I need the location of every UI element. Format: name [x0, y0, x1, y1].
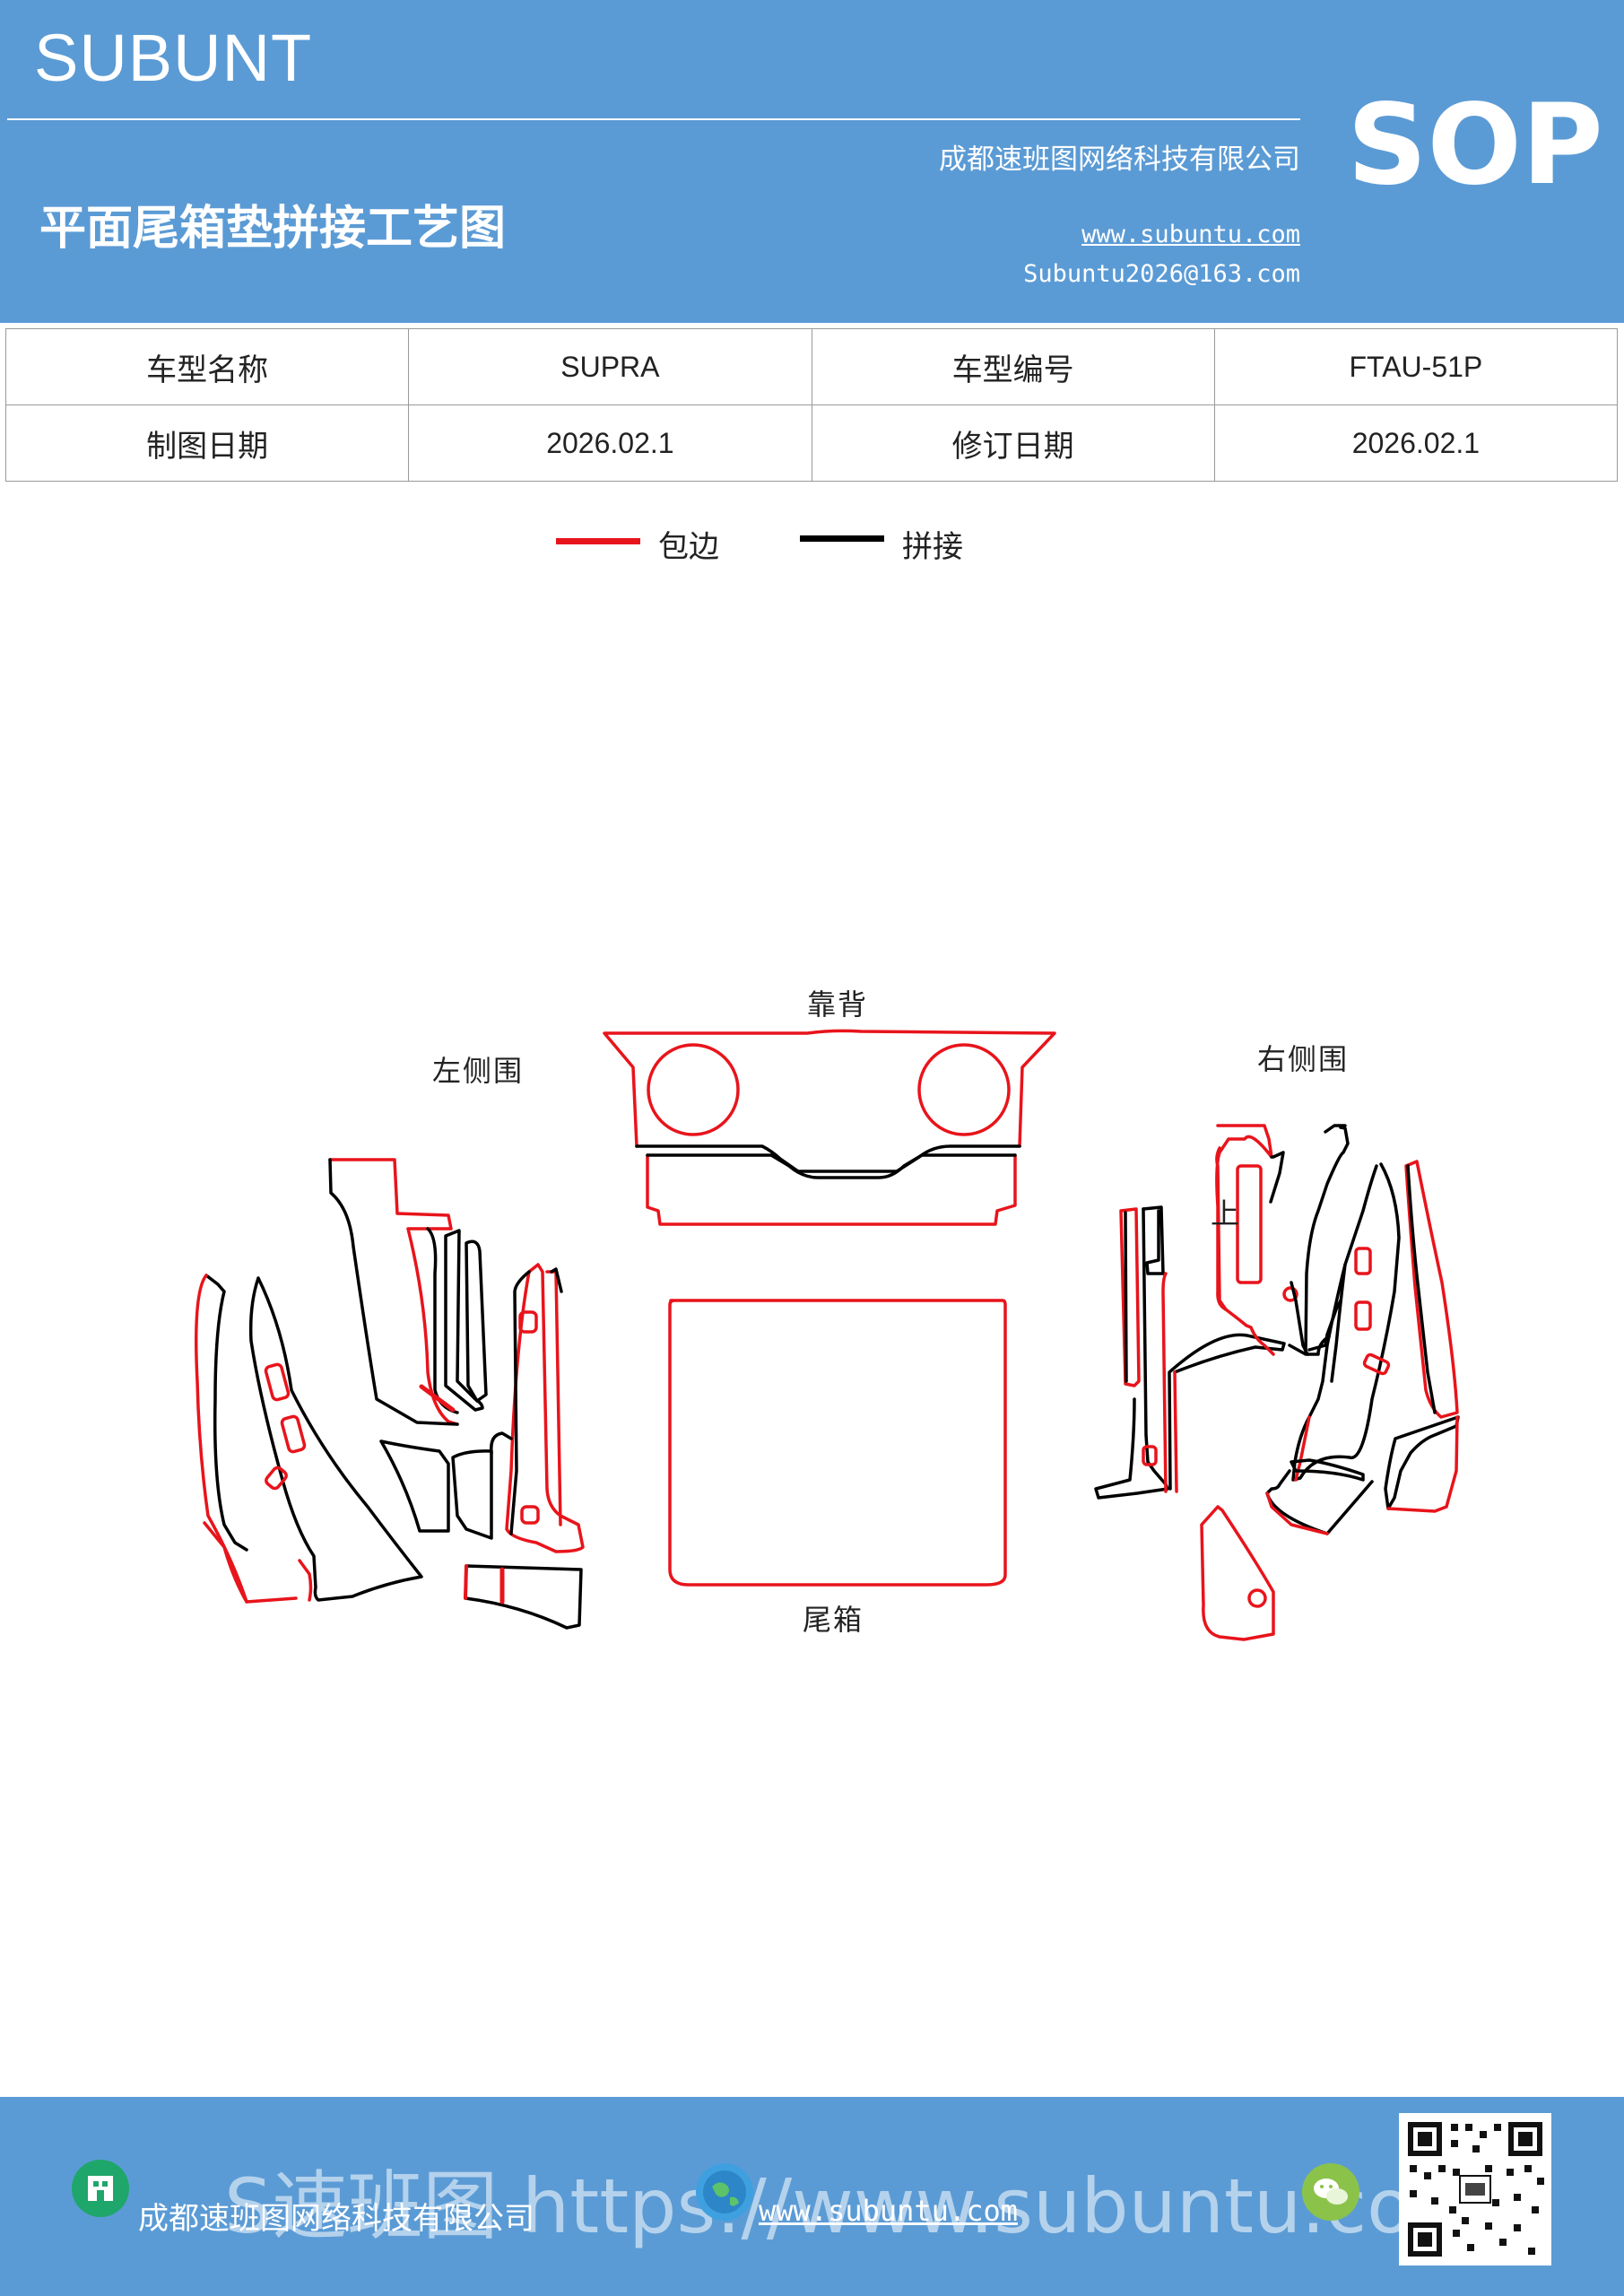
globe-icon [696, 2163, 753, 2221]
model-code-value: FTAU-51P [1213, 328, 1619, 405]
footer-website-link[interactable]: www.subuntu.com [759, 2194, 1018, 2228]
backrest-lower-strip [646, 1153, 1017, 1226]
right-side-pieces [1094, 1124, 1460, 1641]
legend-joint-swatch [800, 535, 884, 542]
website-link[interactable]: www.subuntu.com [1081, 221, 1300, 248]
draw-date-value: 2026.02.1 [408, 404, 812, 482]
left-side-label: 左侧围 [432, 1054, 525, 1088]
header-banner: SUBUNT 平面尾箱垫拼接工艺图 成都速班图网络科技有限公司 www.subu… [0, 0, 1624, 323]
footer-company-name: 成都速班图网络科技有限公司 [138, 2201, 534, 2237]
legend-edge-label: 包边 [658, 529, 719, 565]
document-title: 平面尾箱垫拼接工艺图 [39, 202, 507, 256]
building-icon [72, 2160, 129, 2217]
model-code-label: 车型编号 [811, 328, 1215, 405]
up-mark-label: 上 [1211, 1196, 1242, 1231]
trunk-label: 尾箱 [803, 1603, 864, 1637]
footer-banner: S速班图 https://www.subuntu.com 成都速班图网络科技有限… [0, 2097, 1624, 2296]
footer-watermark: S速班图 https://www.subuntu.com [224, 2162, 1487, 2250]
trunk-floor-piece [668, 1299, 1007, 1587]
model-name-value: SUPRA [408, 328, 812, 405]
legend-edge-swatch [556, 538, 640, 544]
model-name-label: 车型名称 [4, 328, 410, 405]
company-name: 成都速班图网络科技有限公司 [939, 144, 1300, 176]
brand-logo: SUBUNT [34, 21, 313, 95]
backrest-label: 靠背 [807, 987, 869, 1022]
table-row: 制图日期 2026.02.1 修订日期 2026.02.1 [4, 404, 1619, 482]
right-side-label: 右侧围 [1257, 1042, 1350, 1076]
backrest-piece [603, 1029, 1056, 1173]
wechat-icon [1302, 2163, 1359, 2221]
qr-code [1399, 2113, 1551, 2266]
table-row: 车型名称 SUPRA 车型编号 FTAU-51P [4, 328, 1619, 405]
left-side-pieces [195, 1158, 585, 1630]
info-table: 车型名称 SUPRA 车型编号 FTAU-51P 制图日期 2026.02.1 … [4, 328, 1619, 482]
legend-joint-label: 拼接 [902, 529, 963, 565]
revise-date-value: 2026.02.1 [1213, 404, 1619, 482]
header-divider [7, 118, 1300, 120]
revise-date-label: 修订日期 [811, 404, 1215, 482]
draw-date-label: 制图日期 [4, 404, 410, 482]
email-address: Subuntu2026@163.com [1023, 260, 1300, 288]
sop-badge: SOP [1347, 81, 1603, 210]
